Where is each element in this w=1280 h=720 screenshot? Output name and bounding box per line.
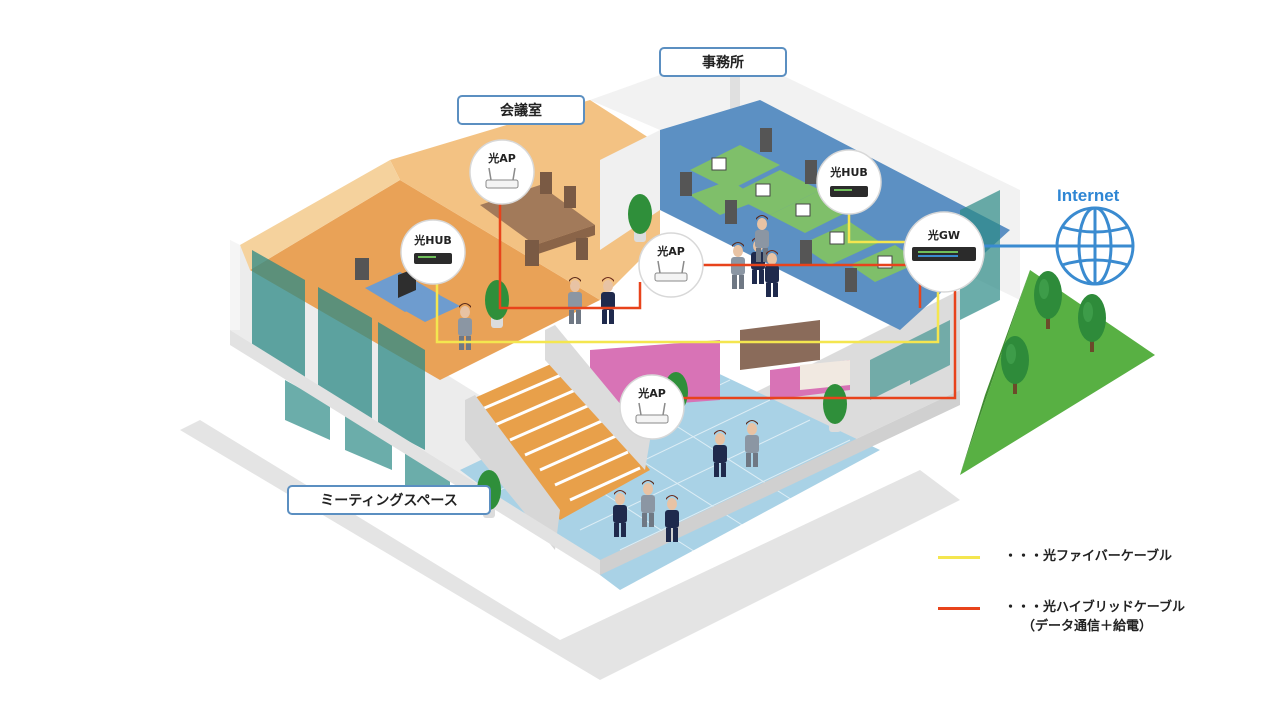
ap-router-icon — [485, 167, 519, 189]
hub-right-label: 光HUB — [829, 165, 868, 179]
gateway-icon — [912, 247, 976, 261]
staircase — [465, 325, 650, 550]
left-desk — [355, 258, 460, 322]
meeting-space-floor — [460, 360, 880, 590]
hub-icon — [414, 253, 452, 264]
glass-windows — [252, 190, 1000, 500]
hub-icon — [830, 186, 868, 197]
ap-meeting-label: 光AP — [637, 386, 666, 400]
internet-label: Internet — [1057, 186, 1120, 205]
hub-left-label: 光HUB — [413, 233, 452, 247]
ap-middle-node[interactable]: 光AP — [638, 232, 704, 298]
hybrid-legend-sublabel: （データ通信＋給電） — [1022, 619, 1153, 634]
hybrid-legend-swatch — [938, 607, 980, 610]
office-desks — [680, 128, 920, 292]
fiber-legend-label: ・・・光ファイバーケーブル — [1004, 549, 1172, 564]
meeting-space-room-label: ミーティングスペース — [287, 485, 491, 515]
hub-left-node[interactable]: 光HUB — [400, 219, 466, 285]
conference-room-label: 会議室 — [457, 95, 585, 125]
gateway-label: 光GW — [927, 228, 960, 242]
office-room-label: 事務所 — [659, 47, 787, 77]
internet-globe-icon[interactable] — [1055, 206, 1135, 286]
ap-conference-label: 光AP — [487, 151, 516, 165]
outdoor-area — [960, 270, 1155, 475]
hybrid-legend-label: ・・・光ハイブリッドケーブル — [1004, 600, 1185, 615]
gateway-node[interactable]: 光GW — [903, 211, 985, 293]
ap-router-icon — [654, 260, 688, 282]
ap-router-icon — [635, 402, 669, 424]
fiber-legend-swatch — [938, 556, 980, 559]
hub-right-node[interactable]: 光HUB — [816, 149, 882, 215]
ap-middle-label: 光AP — [656, 244, 685, 258]
ap-conference-node[interactable]: 光AP — [469, 139, 535, 205]
ap-meeting-node[interactable]: 光AP — [619, 374, 685, 440]
building-shadow — [180, 420, 960, 680]
